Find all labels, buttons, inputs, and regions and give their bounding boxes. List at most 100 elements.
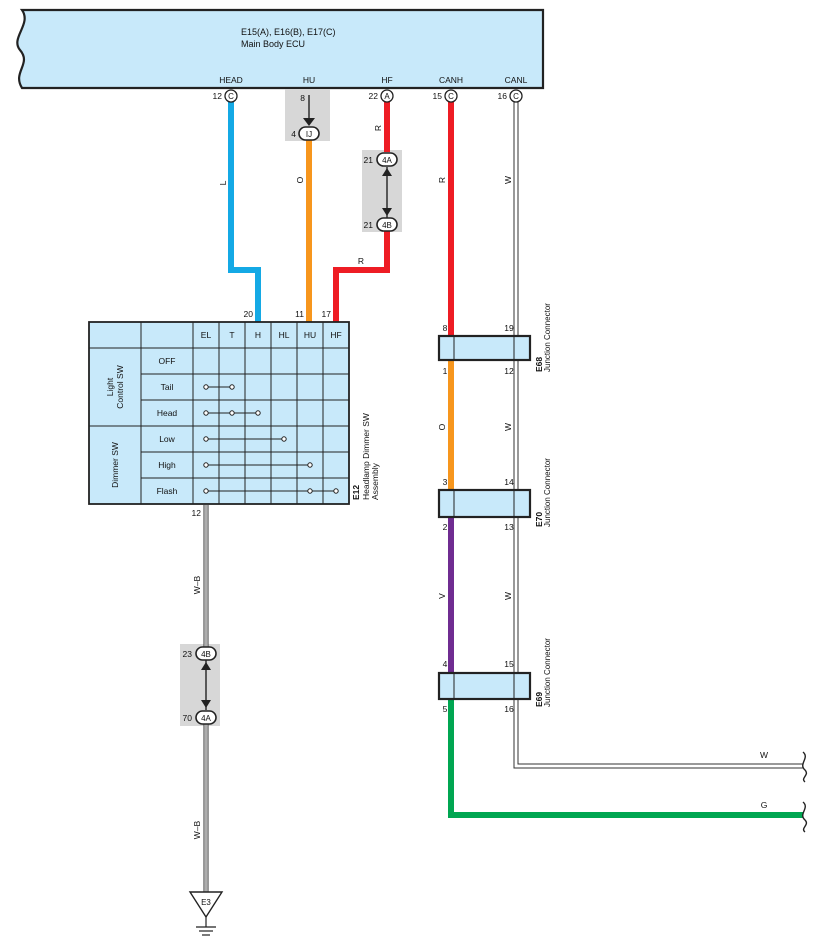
row-label-tail: Tail (161, 382, 174, 392)
pin-signal-hf: HF (381, 75, 392, 85)
label-wire-canl-low: W (503, 592, 513, 600)
svg-text:8: 8 (443, 323, 448, 333)
svg-text:19: 19 (504, 323, 514, 333)
svg-text:IJ: IJ (306, 130, 312, 139)
label-wire-canh-top: R (437, 177, 447, 183)
label-wire-out-g: G (761, 800, 768, 810)
junction-e68: 8 19 1 12 E68 Junction Connector (437, 303, 552, 376)
pin-num-canl: 16 (498, 91, 508, 101)
ground-inline-connector: 4B 23 4A 70 (183, 646, 217, 725)
svg-text:70: 70 (183, 713, 193, 723)
wire-hf-red-bottom (333, 231, 390, 322)
svg-text:4A: 4A (201, 714, 211, 723)
label-wire-out-w: W (760, 750, 768, 760)
svg-text:12: 12 (504, 366, 514, 376)
row-label-head: Head (157, 408, 178, 418)
pin-signal-canl: CANL (505, 75, 528, 85)
headlamp-dimmer-switch: EL T H HL HU HF OFF Tail Head Low High F… (88, 309, 380, 518)
svg-text:1: 1 (443, 366, 448, 376)
row-label-low: Low (159, 434, 175, 444)
junction-e69: 4 15 5 16 E69 Junction Connector (437, 638, 552, 714)
wires (203, 95, 803, 892)
label-wire-hu: O (295, 176, 305, 183)
pin-signal-head: HEAD (219, 75, 243, 85)
hf-inline-connector: 4A 21 4B 21 (364, 152, 398, 232)
main-body-ecu: E15(A), E16(B), E17(C) Main Body ECU HEA… (16, 8, 545, 90)
junction-e70-code: E70 (534, 512, 544, 527)
ecu-name-label: Main Body ECU (241, 39, 305, 49)
switch-pin-20: 20 (244, 309, 254, 319)
svg-text:4: 4 (291, 129, 296, 139)
switch-name-2: Assembly (370, 462, 380, 500)
label-wire-ground-bottom: W–B (192, 820, 202, 839)
ecu-pin-markers: C 12 8 A 22 C 15 C 16 (213, 89, 523, 103)
junction-e70-name: Junction Connector (543, 458, 552, 527)
label-wire-canl-top: W (503, 176, 513, 184)
pin-num-hf: 22 (369, 91, 379, 101)
wire-canl-white-fill (514, 102, 803, 768)
break-mark-g (802, 801, 808, 833)
svg-text:15: 15 (504, 659, 514, 669)
svg-text:C: C (448, 92, 454, 101)
label-wire-ground-top: W–B (192, 575, 202, 594)
svg-text:A: A (384, 92, 390, 101)
junction-e70: 3 14 2 13 E70 Junction Connector (437, 458, 552, 532)
wire-head-blue (228, 102, 261, 322)
junction-e69-name: Junction Connector (543, 638, 552, 707)
col-header-hu: HU (304, 330, 316, 340)
col-header-el: EL (201, 330, 212, 340)
switch-name-1: Headlamp Dimmer SW (361, 413, 371, 500)
row-label-high: High (158, 460, 176, 470)
svg-text:4B: 4B (201, 650, 211, 659)
svg-text:4: 4 (443, 659, 448, 669)
svg-text:C: C (228, 92, 234, 101)
svg-text:5: 5 (443, 704, 448, 714)
svg-text:21: 21 (364, 155, 374, 165)
label-wire-canh-low: V (437, 593, 447, 599)
break-mark-w (802, 751, 808, 783)
svg-text:14: 14 (504, 477, 514, 487)
switch-pin-12: 12 (192, 508, 202, 518)
col-header-t: T (229, 330, 234, 340)
label-wire-hf-mid: R (358, 256, 364, 266)
svg-text:13: 13 (504, 522, 514, 532)
switch-pin-17: 17 (322, 309, 332, 319)
ground-icon: E3 (188, 891, 224, 936)
group-label-light-1: Light (105, 377, 115, 396)
group-label-dimmer: Dimmer SW (110, 442, 120, 488)
group-label-light-2: Control SW (115, 365, 125, 408)
ij-connector: IJ 4 (291, 118, 320, 141)
ground-label: E3 (201, 898, 211, 907)
pin-num-hu: 8 (300, 93, 305, 103)
svg-text:3: 3 (443, 477, 448, 487)
junction-e68-name: Junction Connector (543, 303, 552, 372)
pin-num-canh: 15 (433, 91, 443, 101)
switch-pin-11: 11 (295, 309, 304, 319)
col-header-hf: HF (330, 330, 341, 340)
label-wire-canh-mid: O (437, 423, 447, 430)
col-header-h: H (255, 330, 261, 340)
col-header-hl: HL (279, 330, 290, 340)
label-wire-head: L (218, 180, 228, 185)
svg-text:2: 2 (443, 522, 448, 532)
svg-text:16: 16 (504, 704, 514, 714)
svg-text:21: 21 (364, 220, 374, 230)
row-label-flash: Flash (157, 486, 178, 496)
svg-text:4A: 4A (382, 156, 392, 165)
pin-num-head: 12 (213, 91, 223, 101)
pin-signal-hu: HU (303, 75, 315, 85)
wire-canh-green (448, 699, 803, 818)
svg-text:4B: 4B (382, 221, 392, 230)
junction-e68-code: E68 (534, 357, 544, 372)
label-wire-hf-top: R (373, 125, 383, 131)
wire-color-labels: L O R R R W O W V W W–B W–B W G (192, 125, 768, 839)
label-wire-canl-mid: W (503, 423, 513, 431)
ecu-connectors-label: E15(A), E16(B), E17(C) (241, 27, 336, 37)
svg-text:C: C (513, 92, 519, 101)
row-label-off: OFF (159, 356, 176, 366)
switch-code: E12 (351, 485, 361, 500)
pin-signal-canh: CANH (439, 75, 463, 85)
junction-e69-code: E69 (534, 692, 544, 707)
svg-text:23: 23 (183, 649, 193, 659)
